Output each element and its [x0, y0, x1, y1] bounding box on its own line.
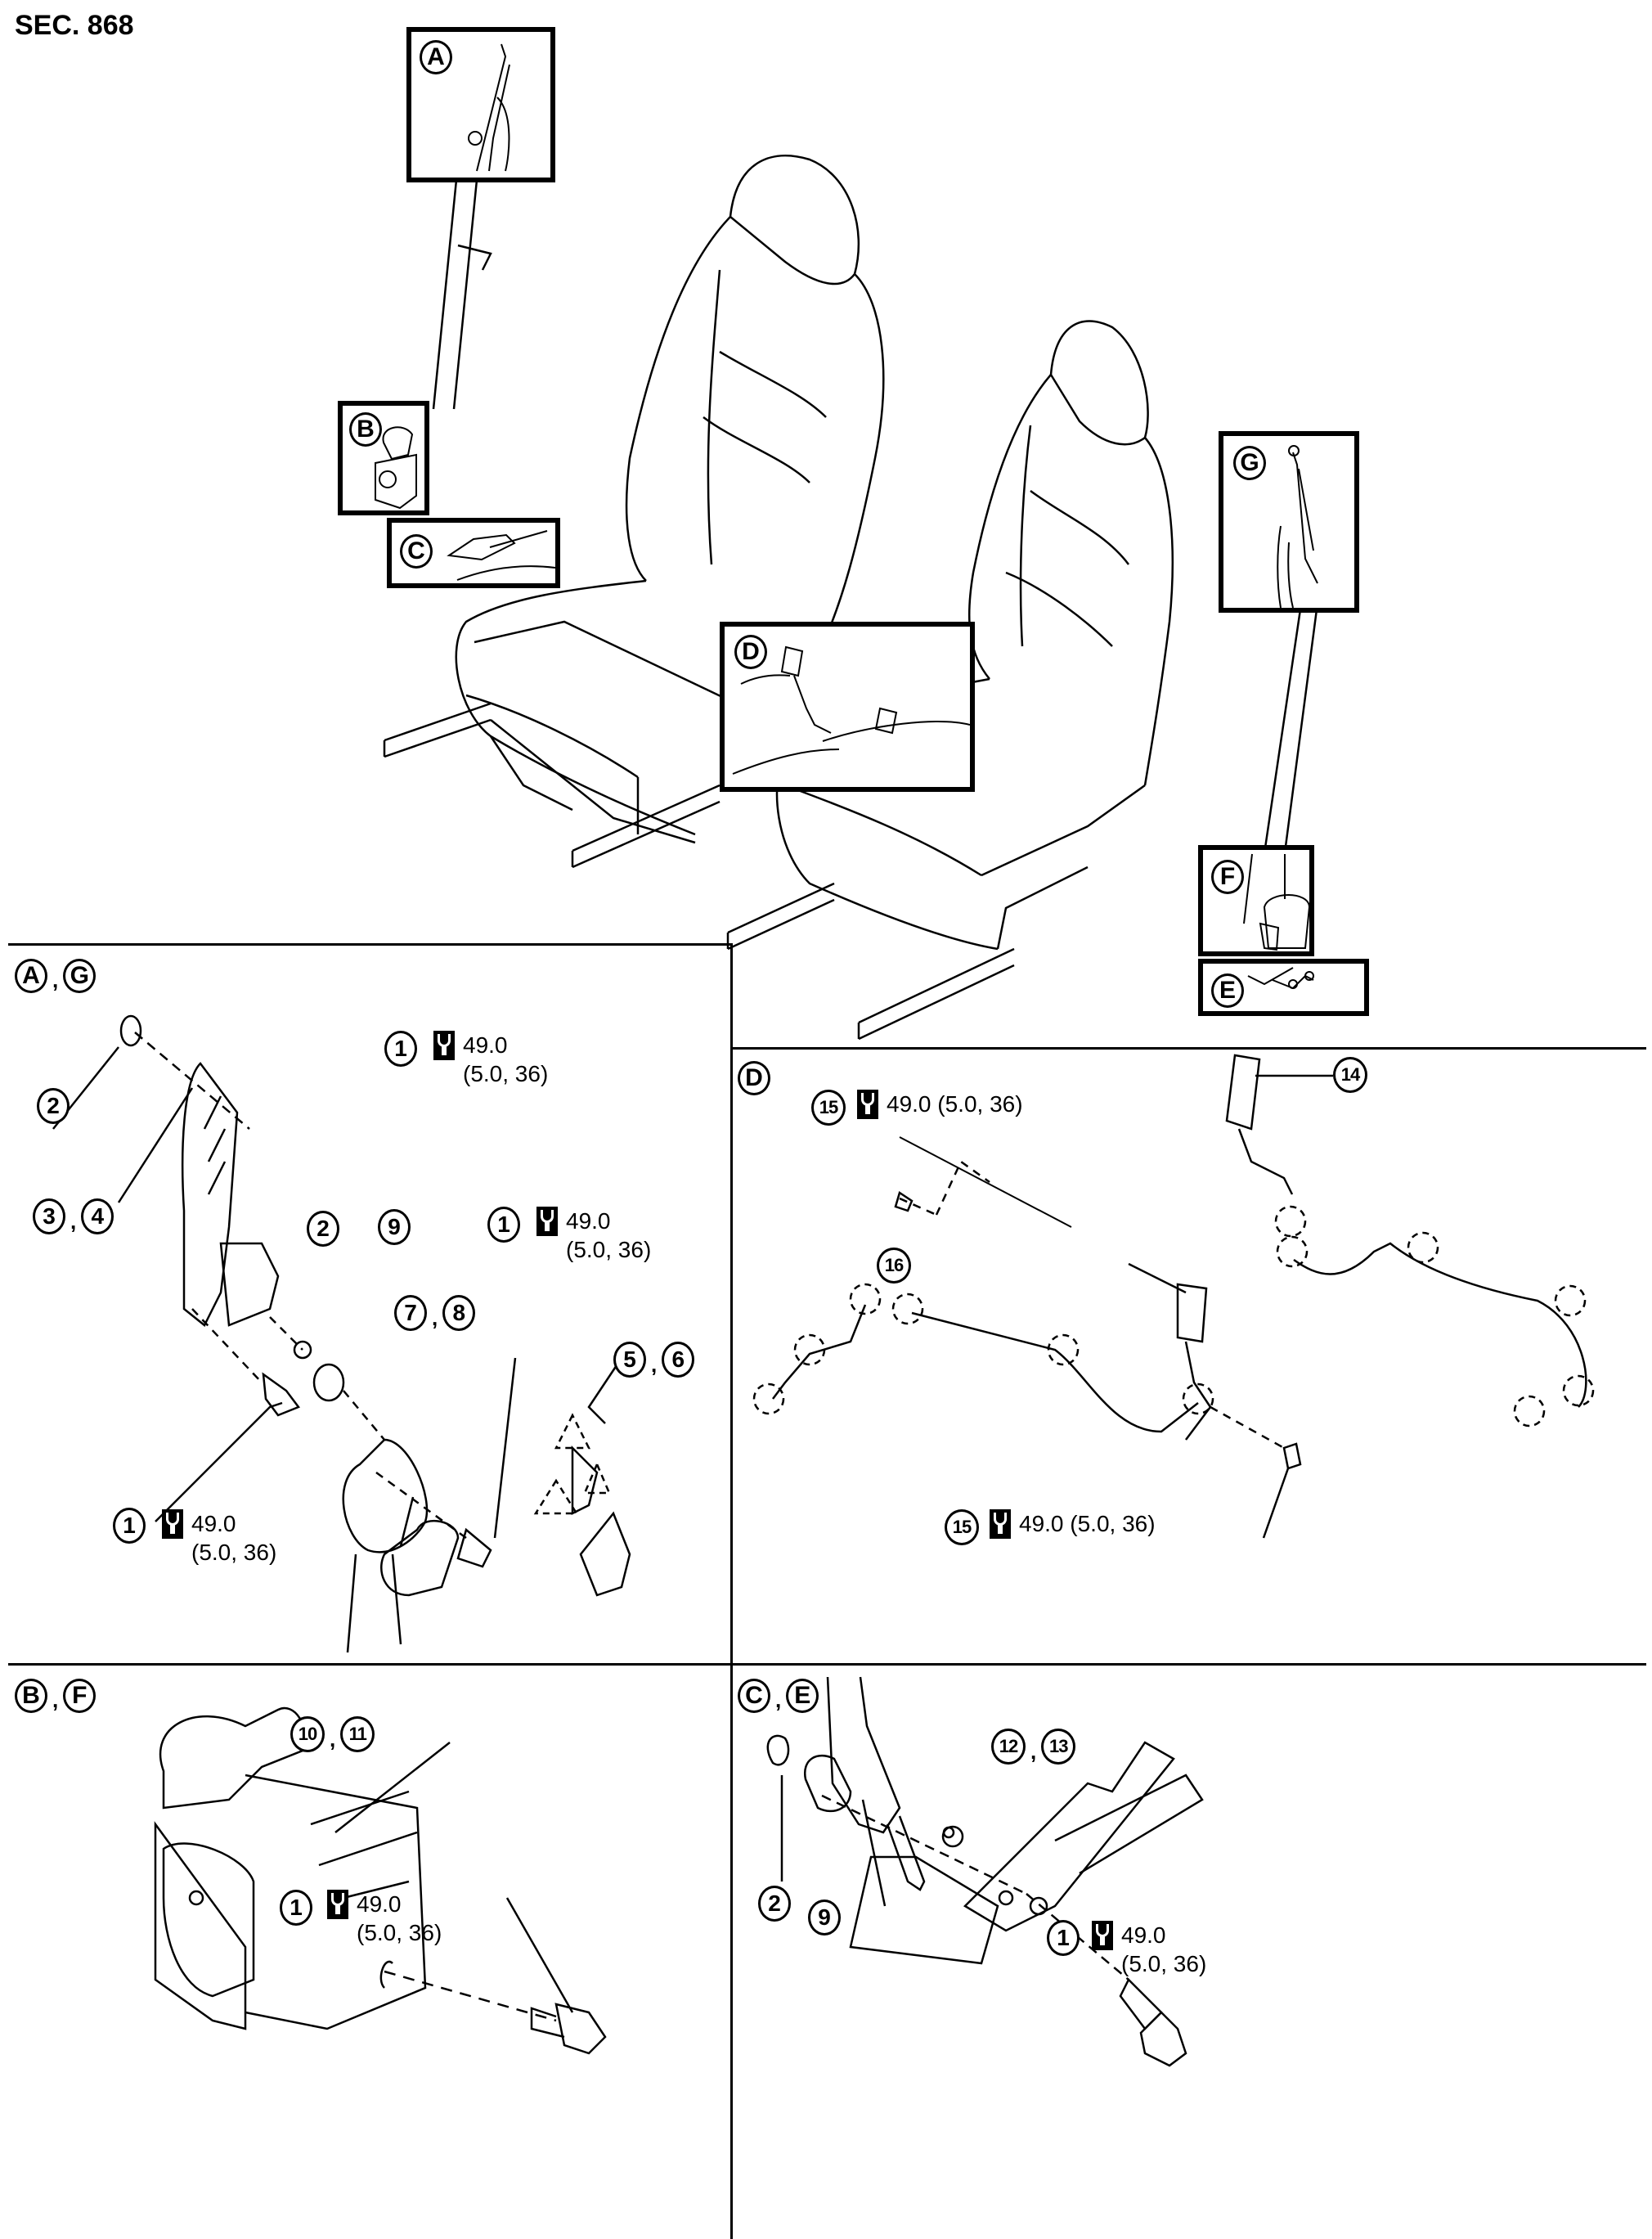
panel-letter-b: B: [15, 1679, 47, 1713]
callout-letter-f: F: [1211, 860, 1244, 894]
callout-letter-d: D: [734, 635, 767, 669]
panel-letter-e: E: [786, 1679, 819, 1713]
torque-spec: 49.0 (5.0, 36): [162, 1509, 276, 1567]
part-callout-12-13: 12 , 13: [991, 1729, 1076, 1765]
part-callout-3-4: 3 , 4: [33, 1198, 114, 1234]
part-callout-9: 9: [808, 1900, 841, 1936]
torque-value: 49.0: [191, 1511, 236, 1536]
torque-alt-units: (5.0, 36): [566, 1237, 652, 1262]
retractor-right-thumbnail: [1243, 853, 1309, 951]
part-callout-2: 2: [307, 1211, 339, 1247]
d-panel-art: [752, 1054, 1595, 1539]
callout-box-a[interactable]: A: [406, 27, 555, 182]
part-callout-4: 4: [81, 1198, 114, 1234]
part-callout-5: 5: [613, 1342, 646, 1378]
part-callout-16: 16: [877, 1248, 911, 1284]
panel-letter-a: A: [15, 959, 47, 993]
torque-wrench-icon: [433, 1031, 455, 1060]
left-seat-drawing: [383, 155, 885, 869]
part-callout-15: 15: [811, 1090, 846, 1126]
callout-letter-c: C: [400, 534, 433, 569]
torque-wrench-icon: [990, 1509, 1011, 1539]
callout-box-b[interactable]: B: [338, 401, 429, 515]
callout-letter-b: B: [349, 412, 382, 447]
panel-ce-header: C , E: [738, 1679, 819, 1713]
torque-alt-units: (5.0, 36): [463, 1061, 549, 1086]
panel-divider-ag-top: [8, 943, 732, 946]
panel-ag-header: A , G: [15, 959, 97, 993]
upper-anchor-thumbnail: [468, 43, 510, 172]
panel-divider-vertical: [730, 943, 733, 2239]
torque-value: 49.0: [357, 1891, 402, 1917]
callout-letter-e: E: [1211, 973, 1244, 1008]
torque-wrench-icon: [327, 1890, 348, 1919]
torque-value: 49.0 (5.0, 36): [1019, 1511, 1156, 1536]
part-callout-7-8: 7 , 8: [394, 1295, 476, 1331]
torque-value: 49.0 (5.0, 36): [887, 1091, 1023, 1117]
lower-anchor-right-thumbnail: [1247, 967, 1314, 990]
torque-spec: 49.0 (5.0, 36): [433, 1031, 548, 1088]
torque-alt-units: (5.0, 36): [357, 1920, 442, 1945]
part-callout-2: 2: [37, 1088, 70, 1124]
ce-panel-art: [766, 1676, 1204, 2067]
part-callout-1: 1: [280, 1890, 312, 1926]
torque-spec: 49.0 (5.0, 36): [327, 1890, 442, 1947]
belt-webbing-drawing: [432, 163, 1318, 860]
torque-wrench-icon: [162, 1509, 183, 1539]
part-callout-7: 7: [394, 1295, 427, 1331]
torque-spec: 49.0 (5.0, 36): [857, 1090, 1023, 1119]
panel-bf-header: B , F: [15, 1679, 97, 1713]
part-callout-10: 10: [290, 1716, 325, 1752]
callout-letter-g: G: [1233, 446, 1266, 480]
part-callout-8: 8: [442, 1295, 476, 1331]
part-callout-6: 6: [662, 1342, 695, 1378]
torque-wrench-icon: [1092, 1921, 1113, 1950]
panel-divider-bottom-row: [8, 1663, 1646, 1666]
bf-panel-art: [154, 1706, 607, 2055]
part-callout-1: 1: [487, 1207, 520, 1243]
torque-value: 49.0: [1121, 1922, 1166, 1948]
part-callout-11: 11: [340, 1716, 375, 1752]
torque-alt-units: (5.0, 36): [1121, 1951, 1207, 1976]
part-callout-1: 1: [1047, 1920, 1080, 1956]
panel-letter-g: G: [63, 959, 97, 993]
torque-alt-units: (5.0, 36): [191, 1540, 277, 1565]
section-label: SEC. 868: [15, 10, 134, 41]
part-callout-13: 13: [1041, 1729, 1076, 1765]
part-callout-1: 1: [113, 1508, 146, 1544]
panel-letter-d: D: [738, 1061, 770, 1095]
callout-box-d[interactable]: D: [720, 622, 975, 792]
retractor-thumbnail: [375, 426, 417, 510]
torque-wrench-icon: [857, 1090, 878, 1119]
panel-letter-f: F: [63, 1679, 97, 1713]
ag-panel-art: [52, 1014, 631, 1653]
callout-letter-a: A: [420, 40, 452, 74]
torque-spec: 49.0 (5.0, 36): [1092, 1921, 1206, 1978]
torque-value: 49.0: [566, 1208, 611, 1234]
part-callout-12: 12: [991, 1729, 1026, 1765]
torque-value: 49.0: [463, 1032, 508, 1058]
torque-spec: 49.0 (5.0, 36): [536, 1207, 651, 1264]
callout-box-e[interactable]: E: [1198, 959, 1369, 1016]
part-callout-14: 14: [1333, 1057, 1367, 1093]
part-callout-10-11: 10 , 11: [290, 1716, 375, 1752]
torque-spec: 49.0 (5.0, 36): [990, 1509, 1156, 1539]
lower-anchor-thumbnail: [447, 530, 555, 581]
panel-letter-c: C: [738, 1679, 770, 1713]
part-callout-3: 3: [33, 1198, 65, 1234]
callout-box-f[interactable]: F: [1198, 845, 1314, 956]
torque-wrench-icon: [536, 1207, 558, 1236]
part-callout-9: 9: [378, 1209, 411, 1245]
part-callout-2: 2: [758, 1886, 791, 1922]
callout-box-g[interactable]: G: [1219, 431, 1359, 613]
part-callout-1: 1: [384, 1031, 417, 1067]
buckle-thumbnail: [732, 645, 970, 775]
part-callout-5-6: 5 , 6: [613, 1342, 695, 1378]
callout-box-c[interactable]: C: [387, 518, 560, 588]
panel-divider-d-top: [730, 1047, 1646, 1050]
upper-anchor-right-thumbnail: [1277, 445, 1318, 608]
part-callout-15: 15: [945, 1509, 979, 1545]
